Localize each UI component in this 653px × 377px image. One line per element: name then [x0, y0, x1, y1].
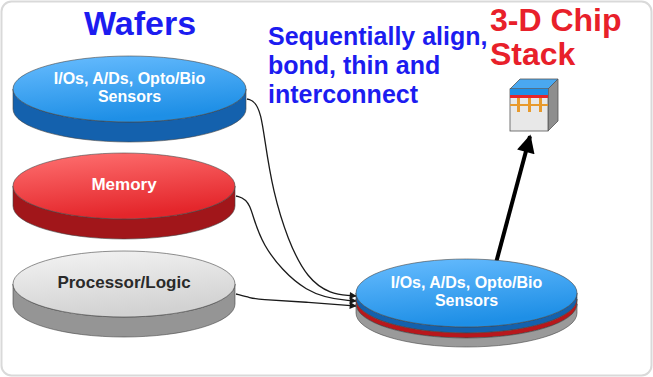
- chip-front: [510, 89, 548, 131]
- wafer-shape: [12, 152, 236, 240]
- memory-wafer: Memory: [12, 152, 236, 240]
- wafer-label: I/Os, A/Ds, Opto/Bio Sensors: [40, 70, 220, 107]
- wafer-label-box: I/Os, A/Ds, Opto/Bio Sensors: [355, 258, 578, 326]
- wafer-shape: [12, 250, 236, 338]
- wafer-label: Memory: [91, 175, 156, 195]
- chip-sensor-layer: [510, 89, 548, 95]
- stacked-wafer: I/Os, A/Ds, Opto/Bio Sensors: [355, 258, 578, 348]
- wafer-label-box: I/Os, A/Ds, Opto/Bio Sensors: [12, 55, 247, 121]
- wafer-surface: [13, 56, 246, 122]
- io-sensor-wafer: I/Os, A/Ds, Opto/Bio Sensors: [12, 55, 247, 143]
- wafer-label: I/Os, A/Ds, Opto/Bio Sensors: [381, 274, 553, 311]
- bond-flow-line: [236, 294, 356, 306]
- chip-heading-box: 3-D Chip Stack: [490, 4, 645, 71]
- chip-interconnect: [510, 104, 548, 106]
- wafer-surface: [356, 259, 577, 327]
- dice-arrow: [497, 136, 531, 261]
- logic-wafer: Processor/Logic: [12, 250, 236, 338]
- chip-memory-layer: [510, 95, 548, 98]
- chip-stack: 3-D Chip Stack: [490, 4, 645, 133]
- chip-top: [510, 79, 558, 89]
- wafer-surface: [13, 153, 235, 219]
- wafer-surface: [13, 251, 235, 317]
- wafer-label-box: Memory: [12, 152, 236, 218]
- diagram-title: Wafers: [84, 4, 196, 43]
- chip-title: 3-D Chip Stack: [490, 4, 645, 71]
- bond-flow-line: [247, 99, 356, 296]
- chip-icon: [508, 75, 560, 133]
- wafer-label-box: Processor/Logic: [12, 250, 236, 316]
- wafer-label: Processor/Logic: [57, 273, 190, 293]
- process-caption: Sequentially align, bond, thin and inter…: [268, 22, 493, 108]
- bond-flow-line: [236, 196, 356, 301]
